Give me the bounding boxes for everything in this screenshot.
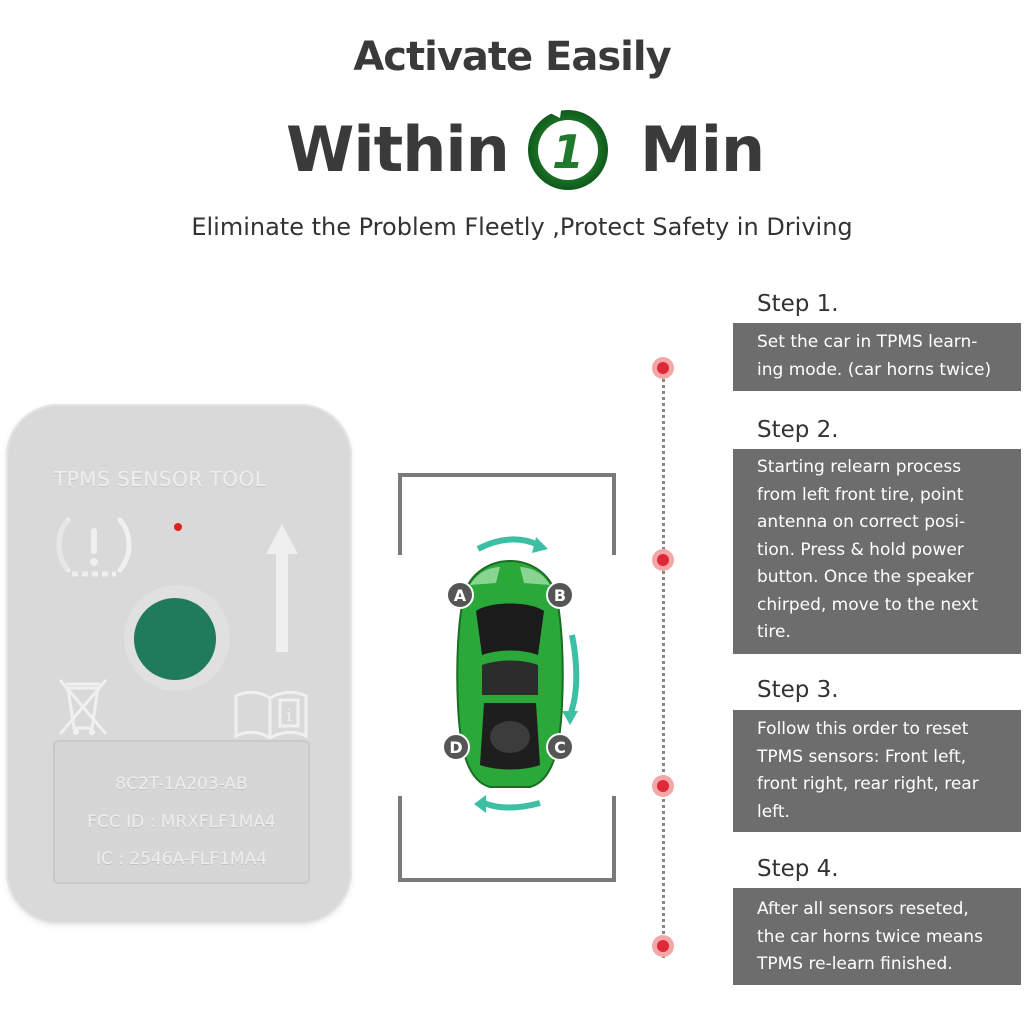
timeline-line	[662, 368, 665, 958]
frame-bottom-right	[612, 796, 616, 882]
weee-bin-icon	[58, 679, 108, 735]
step-3-line-1: Follow this order to reset	[757, 719, 969, 739]
car-top-view: A B C D	[442, 536, 580, 813]
step-3-line-4: left.	[757, 801, 790, 822]
wheel-label-a: A	[454, 586, 467, 605]
step-2-line-4: tion. Press & hold power	[757, 539, 964, 560]
headline-activate-easily: Activate Easily	[353, 34, 671, 80]
subtitle: Eliminate the Problem Fleetly ,Protect S…	[191, 213, 853, 241]
step-3-title: Step 3.	[757, 677, 839, 703]
svg-text:i: i	[286, 705, 292, 726]
tire-pressure-warning-icon	[56, 517, 132, 577]
manual-book-icon: i	[234, 690, 308, 740]
one-minute-badge-icon: 1	[528, 104, 608, 190]
frame-top-left	[398, 473, 402, 555]
frame-bottom-left	[398, 796, 402, 882]
plate-ic-number: IC : 2546A-FLF1MA4	[95, 849, 268, 869]
step-2-line-5: button. Once the speaker	[757, 567, 974, 587]
timeline-dot-4	[652, 935, 674, 957]
frame-bottom	[398, 878, 616, 882]
step-2-box: Starting relearn process from left front…	[733, 449, 1021, 654]
plate-fcc-id: FCC ID : MRXFLF1MA4	[87, 812, 276, 832]
step-2-line-2: from left front tire, point	[757, 484, 964, 505]
step-3-box: Follow this order to reset TPMS sensors:…	[733, 710, 1021, 832]
headline-word-within: Within	[286, 113, 510, 186]
step-2-line-6: chirped, move to the next	[757, 594, 978, 615]
step-3-line-2: TPMS sensors: Front left,	[757, 746, 967, 767]
step-3-line-3: front right, rear right, rear	[757, 774, 979, 794]
frame-top-right	[612, 473, 616, 555]
headline-within-1-min: Within 1 Min	[0, 104, 1024, 198]
plate-part-number: 8C2T-1A203-AB	[115, 774, 248, 794]
wheel-label-c: C	[554, 738, 566, 757]
step-2-title: Step 2.	[757, 417, 839, 443]
frame-top	[398, 473, 616, 477]
step-1-box: Set the car in TPMS learn- ing mode. (ca…	[733, 323, 1021, 391]
step-4-title: Step 4.	[757, 856, 839, 882]
step-2-line-1: Starting relearn process	[757, 457, 962, 477]
wheel-label-d: D	[449, 738, 462, 757]
timeline-dot-1	[652, 357, 674, 379]
step-2-line-3: antenna on correct posi-	[757, 512, 966, 532]
step-4-line-2: the car horns twice means	[757, 926, 983, 947]
step-1-line-1: Set the car in TPMS learn-	[757, 332, 978, 352]
wheel-label-b: B	[554, 586, 566, 605]
label-plate: 8C2T-1A203-AB FCC ID : MRXFLF1MA4 IC : 2…	[53, 740, 310, 884]
up-arrow-icon	[266, 524, 298, 652]
status-led	[174, 523, 182, 531]
timeline-dot-3	[652, 775, 674, 797]
step-4-box: After all sensors reseted, the car horns…	[733, 888, 1021, 985]
power-button[interactable]	[134, 598, 216, 680]
headline-word-min: Min	[640, 113, 765, 186]
device-title: TPMS SENSOR TOOL	[54, 467, 267, 491]
timeline-dot-2	[652, 549, 674, 571]
step-4-line-3: TPMS re-learn finished.	[757, 954, 953, 974]
step-1-title: Step 1.	[757, 291, 839, 317]
step-4-line-1: After all sensors reseted,	[757, 899, 969, 919]
step-2-line-7: tire.	[757, 622, 791, 642]
badge-number: 1	[552, 125, 584, 179]
step-1-line-2: ing mode. (car horns twice)	[757, 359, 992, 380]
